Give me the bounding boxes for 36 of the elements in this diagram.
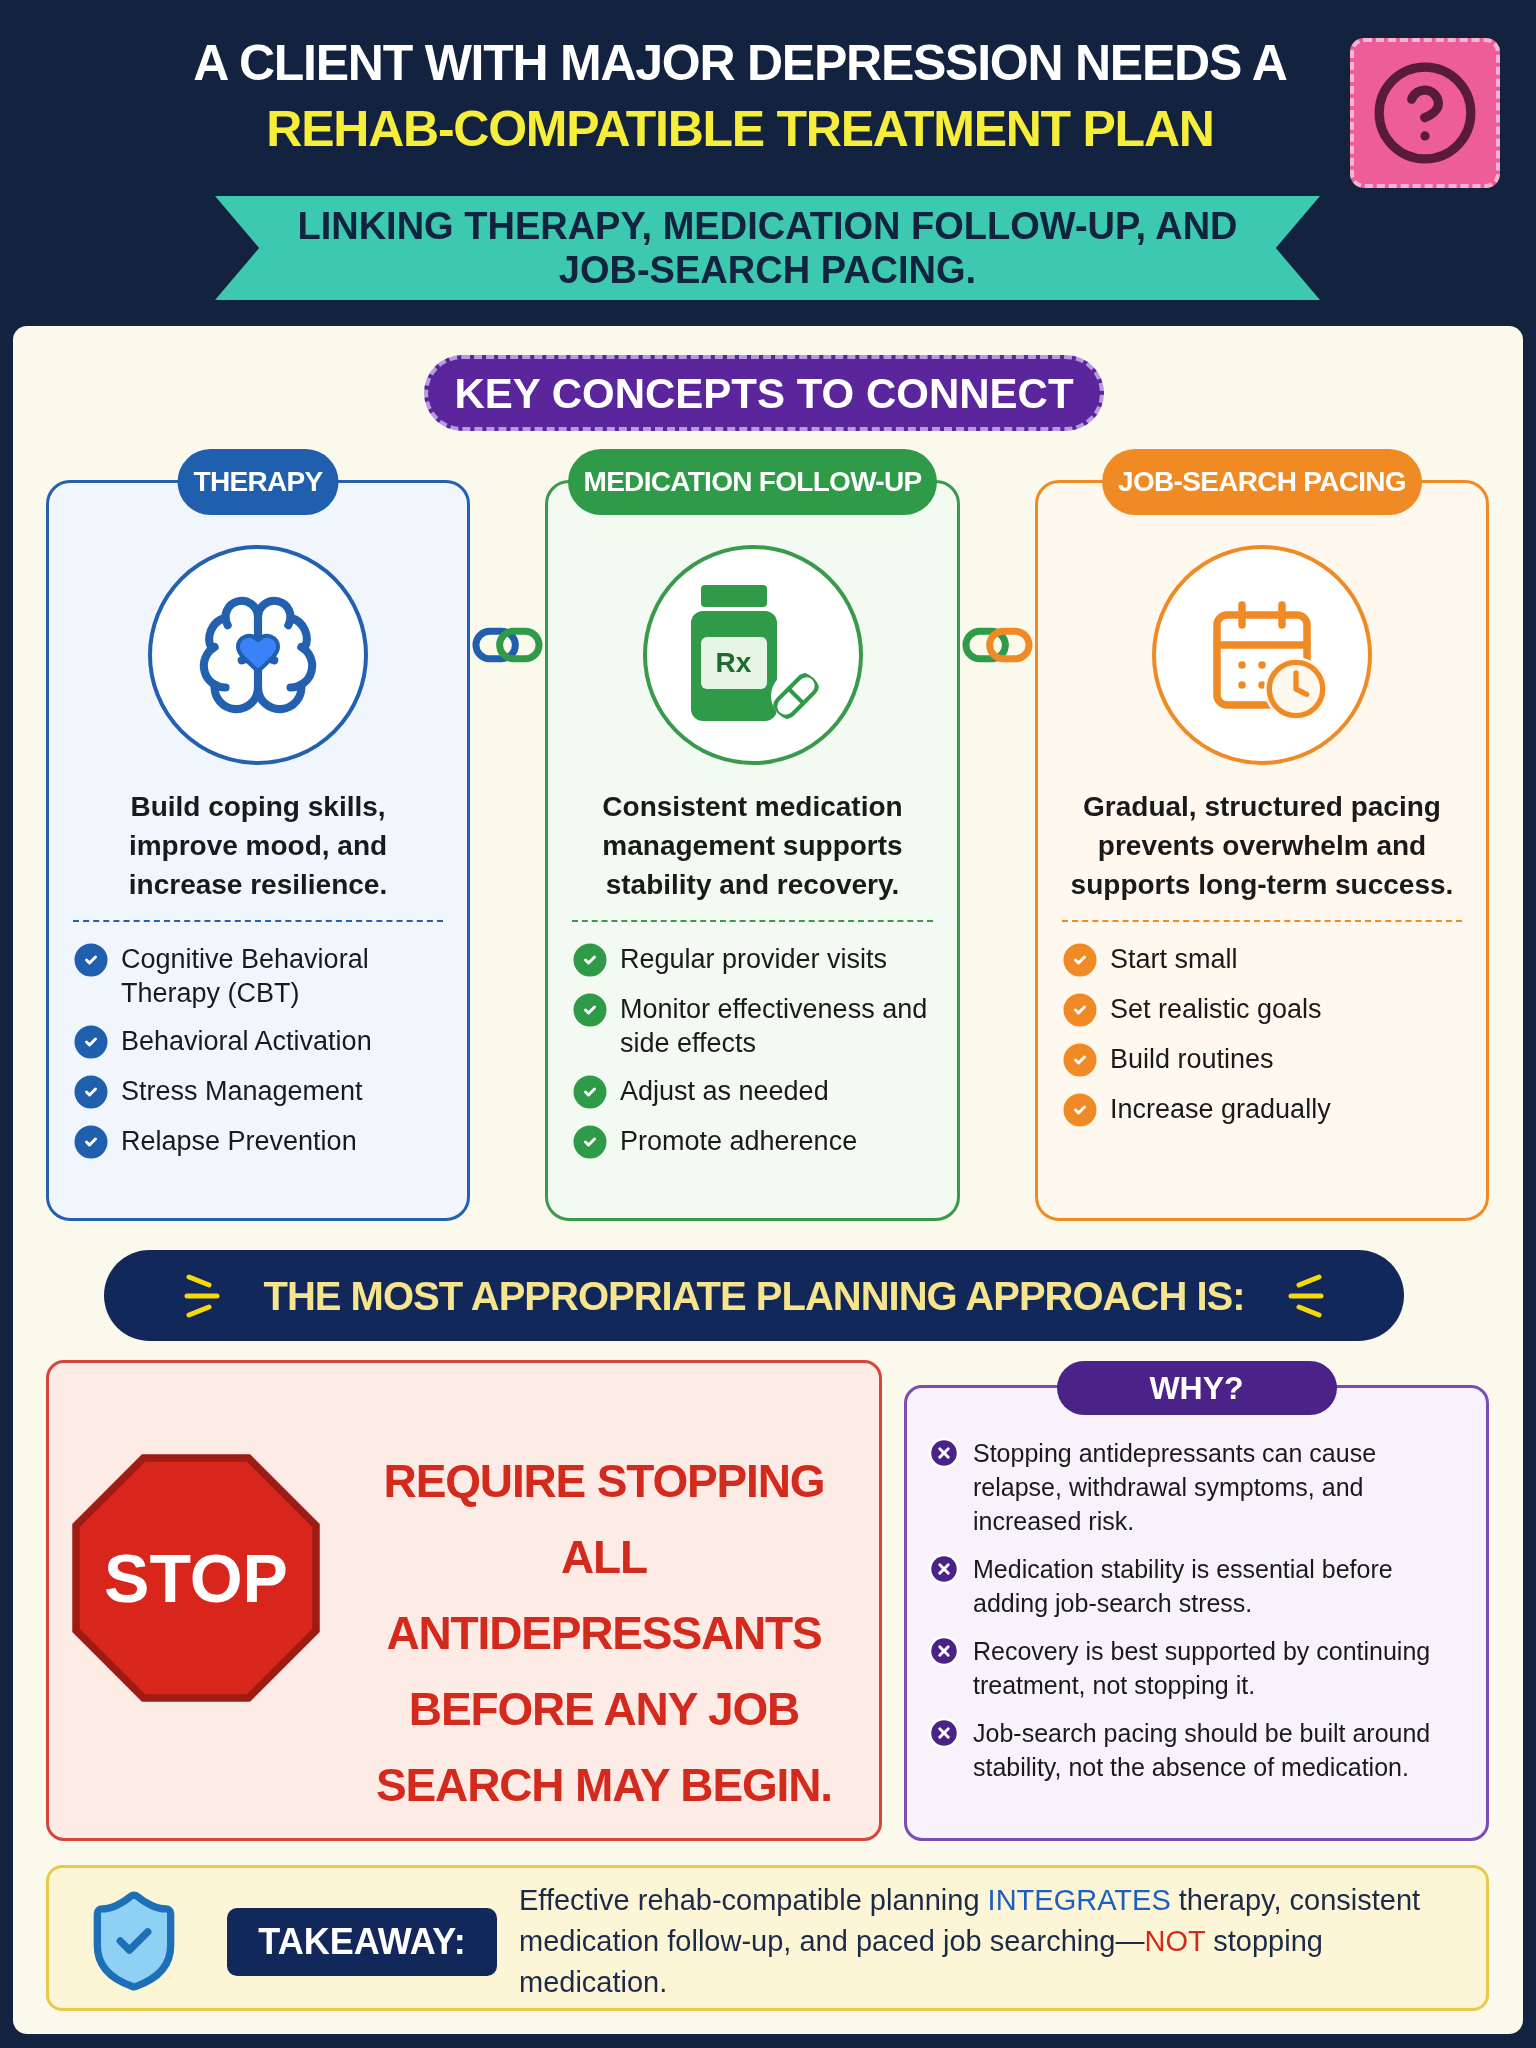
checklist-item: Regular provider visits [620, 943, 888, 976]
banner-text: THE MOST APPROPRIATE PLANNING APPROACH IS: [263, 1272, 1245, 1320]
title: A CLIENT WITH MAJOR DEPRESSION NEEDS A REHAB-COMPATIBLE TREATMENT PLAN [192, 34, 1288, 159]
warning-text: REQUIRE STOPPING ALL ANTIDEPRESSANTS BEFORE ANY JOB SEARCH MAY BEGIN. [375, 1454, 833, 1813]
label-box [227, 1908, 497, 1976]
checklist-item: Relapse Prevention [121, 1125, 357, 1158]
reason-text: Job-search pacing should be built around stability, not the absence of medication. [973, 1718, 1432, 1783]
takeaway-text: Effective rehab-compatible planning INTEGRATES therapy, consistent medication follow-up, and paced job searching—NOT stopping medication. [519, 1883, 1422, 2000]
reason-text: Medication stability is essential before adding job-search stress. [973, 1554, 1394, 1619]
panel-description: Consistent medication management supports stability and recovery. [601, 790, 904, 902]
panel-heading: THERAPY [177, 449, 339, 515]
checklist-item: Set realistic goals [1110, 993, 1322, 1026]
checklist-item: Behavioral Activation [121, 1025, 372, 1058]
checklist-item: Adjust as needed [620, 1075, 829, 1108]
panel-heading: MEDICATION FOLLOW-UP [567, 449, 938, 515]
stop-sign-text: STOP [104, 1539, 288, 1618]
reason-text: Recovery is best supported by continuing treatment, not stopping it. [973, 1636, 1432, 1701]
panel-heading: WHY? [1056, 1361, 1337, 1415]
checklist-item: Build routines [1110, 1043, 1274, 1076]
panel-description: Gradual, structured pacing prevents overwhelm and supports long-term success. [1069, 790, 1455, 902]
checklist-item: Increase gradually [1110, 1093, 1331, 1126]
panel-description: Build coping skills, improve mood, and increase resilience. [127, 790, 389, 902]
stop-sign [71, 1453, 321, 1703]
checklist-item: Stress Management [121, 1075, 363, 1108]
warning-panel [46, 1360, 882, 1841]
checklist-item: Cognitive Behavioral Therapy (CBT) [121, 943, 370, 1010]
panel-heading: JOB-SEARCH PACING [1102, 449, 1422, 515]
section-heading: KEY CONCEPTS TO CONNECT [454, 368, 1074, 419]
takeaway-panel [46, 1865, 1489, 2011]
subtitle-text: LINKING THERAPY, MEDICATION FOLLOW-UP, AND JOB-SEARCH PACING. [296, 204, 1239, 292]
takeaway-heading: TAKEAWAY: [258, 1920, 466, 1964]
rx-label: Rx [700, 637, 767, 689]
checklist-item: Promote adherence [620, 1125, 858, 1158]
checklist-item: Monitor effectiveness and side effects [620, 993, 929, 1060]
checklist-item: Start small [1110, 943, 1238, 976]
reason-text: Stopping antidepressants can cause relapse, withdrawal symptoms, and increased risk. [973, 1438, 1378, 1537]
